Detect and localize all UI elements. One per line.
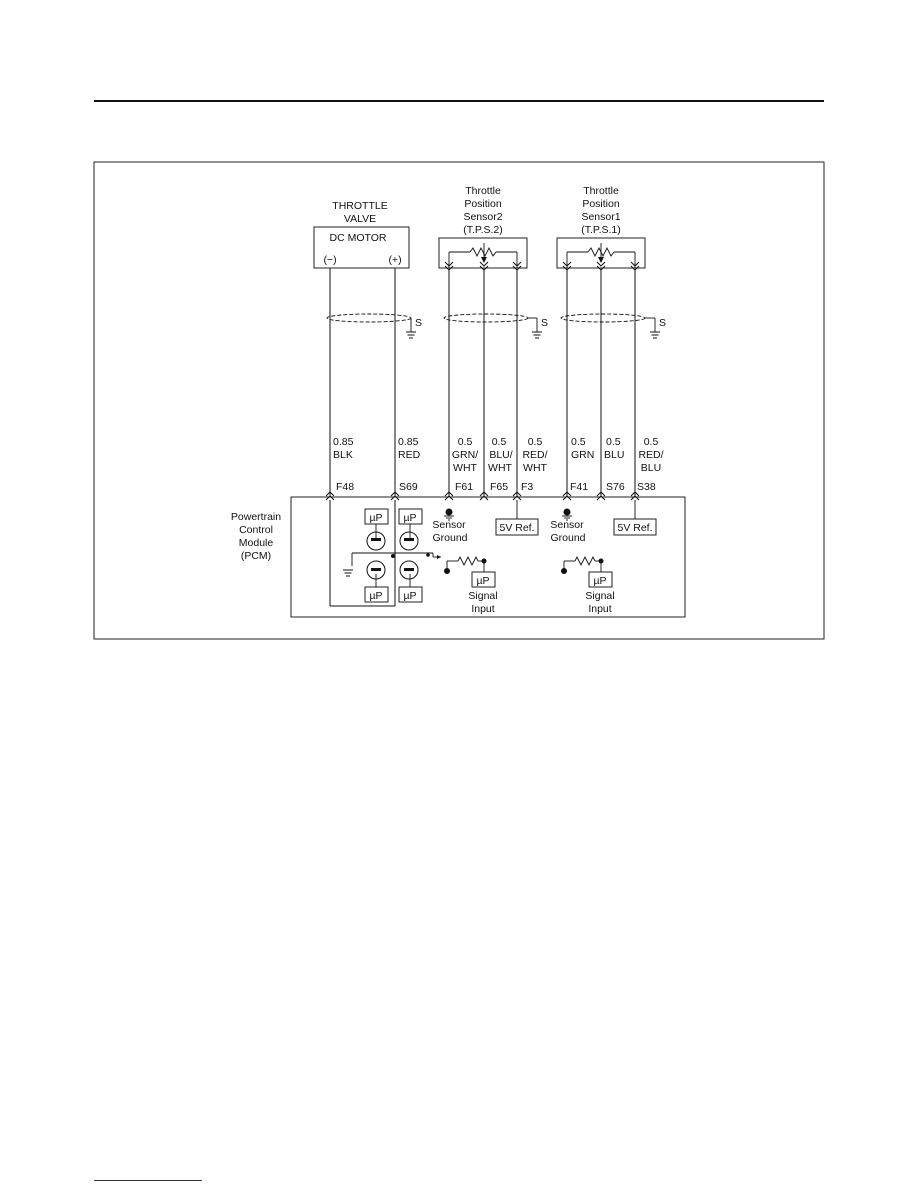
- sensor-ground-icon: [562, 508, 572, 521]
- pin-f41: F41: [570, 481, 588, 493]
- diagram-frame: [93, 161, 825, 640]
- wire-7-size: 0.5: [606, 436, 621, 448]
- throttle-valve: THROTTLE VALVE DC MOTOR (−) (+): [313, 200, 410, 269]
- pin-f61: F61: [455, 481, 473, 493]
- micro-label-1: µP: [369, 512, 382, 524]
- pcm: Powertrain Control Module (PCM): [231, 491, 686, 618]
- throttle-position-sensor-1: Throttle Position Sensor1 (T.P.S.1): [556, 185, 646, 271]
- pin-labels: F48 S69 F61 F65 F3 F41 S76 S38: [336, 481, 656, 493]
- shield-tps2: S: [443, 313, 548, 339]
- wire-3-size: 0.5: [458, 436, 473, 448]
- sensor-ground-label-1b: Ground: [432, 532, 467, 544]
- shield-motor: S: [326, 313, 422, 339]
- wire-8-color2: BLU: [641, 462, 661, 474]
- motor-pos-pin: (+): [388, 254, 401, 266]
- wire-3-color2: WHT: [453, 462, 477, 474]
- wire-8-size: 0.5: [644, 436, 659, 448]
- motor-driver-h-bridge: µP µP µP µP: [329, 500, 441, 607]
- wire-5-color1: RED/: [522, 449, 547, 461]
- ref-label-1: 5V Ref.: [499, 522, 534, 534]
- tps2-line3: Sensor2: [463, 211, 502, 223]
- pin-s69: S69: [399, 481, 418, 493]
- sensor-ground-label-2a: Sensor: [550, 519, 584, 531]
- tps2-line1: Throttle: [465, 185, 501, 197]
- pcm-line1: Powertrain: [231, 511, 281, 523]
- pin-f65: F65: [490, 481, 508, 493]
- wire-7-color: BLU: [604, 449, 624, 461]
- micro-label-3: µP: [369, 590, 382, 602]
- tps2-line2: Position: [464, 198, 502, 210]
- sensor-ground-label-2b: Ground: [550, 532, 585, 544]
- wire-2-size: 0.85: [398, 436, 419, 448]
- pin-f3: F3: [521, 481, 533, 493]
- pin-s38: S38: [637, 481, 656, 493]
- footer-rule: [94, 1180, 202, 1181]
- wire-5-size: 0.5: [528, 436, 543, 448]
- wire-4-color1: BLU/: [489, 449, 512, 461]
- wire-4-color2: WHT: [488, 462, 512, 474]
- ref-label-2: 5V Ref.: [617, 522, 652, 534]
- pin-s76: S76: [606, 481, 625, 493]
- pcm-line2: Control: [239, 524, 273, 536]
- wire-4-size: 0.5: [492, 436, 507, 448]
- throttle-valve-title-2: VALVE: [344, 213, 376, 225]
- wire-3-color1: GRN/: [452, 449, 478, 461]
- wire-6-size: 0.5: [571, 436, 586, 448]
- micro-label-6: µP: [593, 575, 606, 587]
- pcm-tps2-circuit: Sensor Ground 5V Ref. µP Signal Input: [432, 500, 539, 615]
- wire-lines: [329, 268, 636, 497]
- pcm-line3: Module: [239, 537, 274, 549]
- signal-input-label-1b: Input: [471, 603, 494, 615]
- shield-tps1: S: [560, 313, 666, 339]
- shield-label-tps2: S: [541, 317, 548, 329]
- wire-6-color: GRN: [571, 449, 594, 461]
- pin-f48: F48: [336, 481, 354, 493]
- shield-label-tps1: S: [659, 317, 666, 329]
- tps1-line2: Position: [582, 198, 620, 210]
- wire-2-color: RED: [398, 449, 421, 461]
- wire-8-color1: RED/: [638, 449, 663, 461]
- wire-5-color2: WHT: [523, 462, 547, 474]
- pcm-line4: (PCM): [241, 550, 271, 562]
- signal-input-label-2b: Input: [588, 603, 611, 615]
- motor-neg-pin: (−): [323, 254, 336, 266]
- signal-input-label-1a: Signal: [468, 590, 497, 602]
- throttle-valve-title-1: THROTTLE: [332, 200, 387, 212]
- sensor-ground-icon: [444, 508, 454, 521]
- tps1-line1: Throttle: [583, 185, 619, 197]
- wire-1-color: BLK: [333, 449, 353, 461]
- pcm-tps1-circuit: Sensor Ground 5V Ref. µP Signal Input: [550, 500, 657, 615]
- wire-1-size: 0.85: [333, 436, 354, 448]
- tps2-line4: (T.P.S.2): [463, 224, 503, 236]
- sensor-ground-label-1a: Sensor: [432, 519, 466, 531]
- header-rule: [94, 100, 824, 102]
- dc-motor-label: DC MOTOR: [330, 232, 387, 244]
- wire-labels: 0.85 BLK 0.85 RED 0.5 GRN/ WHT 0.5 BLU/ …: [333, 436, 664, 474]
- shield-label-motor: S: [415, 317, 422, 329]
- throttle-position-sensor-2: Throttle Position Sensor2 (T.P.S.2): [438, 185, 528, 271]
- signal-input-label-2a: Signal: [585, 590, 614, 602]
- tps1-line3: Sensor1: [581, 211, 620, 223]
- micro-label-4: µP: [403, 590, 416, 602]
- micro-label-2: µP: [403, 512, 416, 524]
- micro-label-5: µP: [476, 575, 489, 587]
- tps1-line4: (T.P.S.1): [581, 224, 621, 236]
